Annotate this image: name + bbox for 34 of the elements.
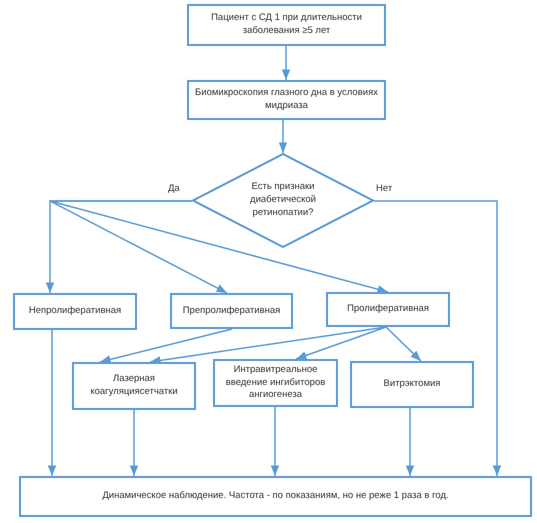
process-box: [350, 361, 474, 408]
arrow: [49, 200, 388, 294]
arrow: [130, 410, 138, 476]
process-box: [170, 293, 293, 329]
process-box: [187, 4, 386, 46]
node-text: Пролиферативная: [346, 303, 430, 316]
node-text: Биомикроскопия глазного дна в условиях мидриаза: [194, 87, 379, 113]
arrow: [374, 200, 502, 476]
arrow: [49, 200, 228, 294]
arrow: [282, 46, 290, 80]
decision-diamond: [192, 153, 374, 248]
arrow: [270, 407, 280, 476]
process-box: [19, 476, 532, 517]
arrow: [278, 120, 288, 153]
edge-label: Да: [167, 183, 181, 194]
edge-label: Нет: [375, 183, 394, 194]
process-box: [213, 359, 338, 407]
node-text: Препролиферативная: [182, 304, 282, 318]
process-box: [13, 293, 137, 330]
arrow: [406, 408, 414, 476]
arrow: [296, 326, 386, 360]
process-box: [72, 362, 196, 410]
arrow: [48, 330, 56, 476]
node-text: Лазерная коагуляциясетчатки: [89, 373, 179, 399]
node-text: Непролиферативная: [28, 305, 122, 318]
node-text: Есть признаки диабетической ретинопатии?: [249, 181, 317, 220]
node-text: Пациент с СД 1 при длительности заболевания ≥5 лет: [210, 12, 363, 38]
arrow: [385, 326, 422, 362]
arrow: [100, 328, 232, 364]
node-text: Интравитреальное введение ингибиторов ангиогенеза: [224, 364, 326, 402]
process-box: [326, 292, 450, 327]
process-box: [187, 80, 386, 120]
node-text: Витрэктомия: [382, 378, 442, 391]
node-text: Динамическое наблюдение. Частота - по показаниям, но не реже 1 раза в год.: [101, 490, 450, 503]
